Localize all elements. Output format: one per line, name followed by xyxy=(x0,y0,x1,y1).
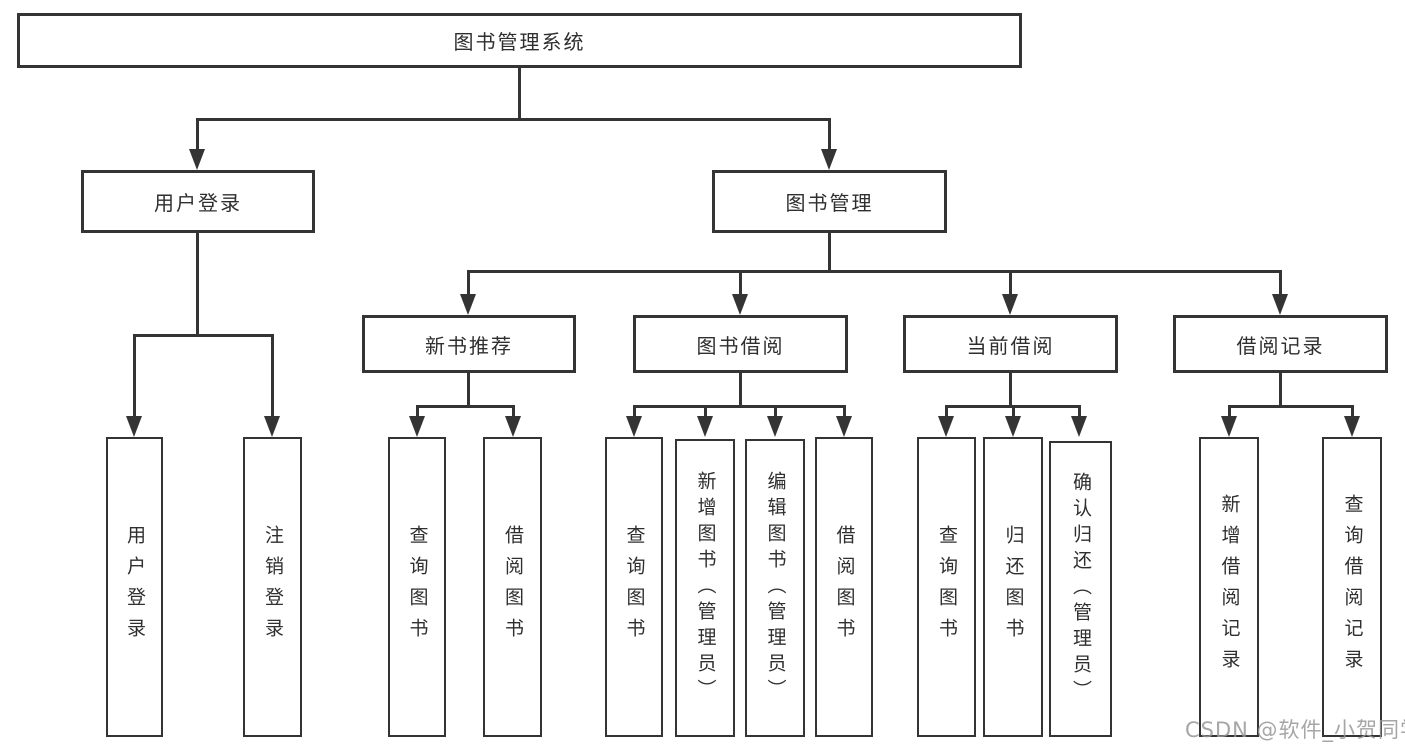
connector-drop-query-borrow-record xyxy=(1351,405,1354,417)
arrow-query-books-2 xyxy=(626,416,642,437)
leaf-user-login-label: 用户登录 xyxy=(124,525,146,649)
csdn-watermark: CSDN @软件_小贺同学 xyxy=(1185,718,1405,742)
leaf-query-books-2-label: 查询图书 xyxy=(623,525,646,649)
node-borrowing-records-label: 借阅记录 xyxy=(1236,333,1325,358)
leaf-query-books-2: 查询图书 xyxy=(605,437,663,737)
arrow-leaf-user-login xyxy=(126,416,142,437)
connector-book-management-stem xyxy=(828,233,831,270)
arrow-edit-books-admin xyxy=(767,416,783,437)
connector-drop-query-books-3 xyxy=(945,405,948,417)
node-new-book-recommend-label: 新书推荐 xyxy=(425,333,513,358)
leaf-edit-books-admin: 编辑图书（管理员） xyxy=(745,439,805,737)
connector-drop-query-books-1 xyxy=(416,405,419,417)
arrow-new-book-recommend xyxy=(460,294,476,315)
connector-drop-current-borrowing xyxy=(1009,270,1012,295)
connector-book-borrowing-hline xyxy=(633,405,846,408)
leaf-add-borrow-record: 新增借阅记录 xyxy=(1199,437,1259,737)
connector-user-login-hline xyxy=(133,334,274,337)
leaf-edit-books-admin-label: 编辑图书（管理员） xyxy=(764,471,787,705)
leaf-add-books-admin-label: 新增图书（管理员） xyxy=(694,471,717,705)
arrow-query-borrow-record xyxy=(1344,416,1360,437)
connector-current-borrowing-stem xyxy=(1009,373,1012,405)
leaf-borrow-books-2: 借阅图书 xyxy=(815,437,873,737)
node-current-borrowing-label: 当前借阅 xyxy=(966,333,1055,358)
arrow-book-borrowing xyxy=(732,294,748,315)
node-book-borrowing: 图书借阅 xyxy=(633,315,848,373)
connector-drop-book-management xyxy=(828,118,831,150)
connector-borrowing-records-stem xyxy=(1279,373,1282,405)
leaf-borrow-books-1: 借阅图书 xyxy=(483,437,542,737)
arrow-user-login xyxy=(189,149,205,170)
connector-borrowing-records-hline xyxy=(1228,405,1354,408)
leaf-query-books-1: 查询图书 xyxy=(388,437,446,737)
leaf-return-books-label: 归还图书 xyxy=(1002,525,1025,649)
node-root-label: 图书管理系统 xyxy=(453,30,586,54)
leaf-confirm-return-admin: 确认归还（管理员） xyxy=(1049,441,1112,737)
arrow-borrow-books-2 xyxy=(836,416,852,437)
connector-drop-borrowing-records xyxy=(1279,270,1282,295)
node-new-book-recommend: 新书推荐 xyxy=(362,315,576,373)
node-user-login: 用户登录 xyxy=(81,170,315,233)
leaf-user-login: 用户登录 xyxy=(106,437,163,737)
connector-drop-return-books xyxy=(1012,405,1015,417)
leaf-borrow-books-2-label: 借阅图书 xyxy=(833,525,856,649)
arrow-leaf-logout xyxy=(264,416,280,437)
arrow-current-borrowing xyxy=(1002,294,1018,315)
connector-user-login-stem xyxy=(196,233,199,334)
connector-drop-new-book-recommend xyxy=(467,270,470,295)
connector-drop-user-login xyxy=(196,118,199,150)
connector-drop-edit-books-admin xyxy=(774,405,777,417)
connector-drop-confirm-return-admin xyxy=(1078,405,1081,417)
node-current-borrowing: 当前借阅 xyxy=(903,315,1118,373)
connector-drop-borrow-books-1 xyxy=(512,405,515,417)
node-user-login-label: 用户登录 xyxy=(154,191,242,215)
connector-drop-borrow-books-2 xyxy=(843,405,846,417)
connector-root-hline xyxy=(196,118,831,121)
arrow-add-books-admin xyxy=(697,416,713,437)
leaf-confirm-return-admin-label: 确认归还（管理员） xyxy=(1070,472,1092,706)
connector-drop-leaf-user-login xyxy=(133,334,136,417)
leaf-query-borrow-record-label: 查询借阅记录 xyxy=(1341,494,1364,680)
arrow-return-books xyxy=(1005,416,1021,437)
arrow-add-borrow-record xyxy=(1221,416,1237,437)
connector-drop-add-books-admin xyxy=(704,405,707,417)
connector-book-management-hline xyxy=(467,270,1282,273)
leaf-logout-label: 注销登录 xyxy=(262,525,284,649)
leaf-query-books-1-label: 查询图书 xyxy=(406,525,429,649)
connector-book-borrowing-stem xyxy=(739,373,742,405)
connector-drop-query-books-2 xyxy=(633,405,636,417)
leaf-logout: 注销登录 xyxy=(243,437,302,737)
leaf-query-books-3-label: 查询图书 xyxy=(936,525,958,649)
arrow-query-books-3 xyxy=(938,416,954,437)
connector-root-stem xyxy=(518,68,521,118)
node-book-borrowing-label: 图书借阅 xyxy=(696,333,785,358)
node-borrowing-records: 借阅记录 xyxy=(1173,315,1388,373)
leaf-borrow-books-1-label: 借阅图书 xyxy=(502,525,524,649)
connector-drop-add-borrow-record xyxy=(1228,405,1231,417)
arrow-borrowing-records xyxy=(1272,294,1288,315)
leaf-return-books: 归还图书 xyxy=(983,437,1043,737)
leaf-query-borrow-record: 查询借阅记录 xyxy=(1322,437,1382,737)
arrow-confirm-return-admin xyxy=(1071,416,1087,437)
node-book-management-label: 图书管理 xyxy=(785,191,874,215)
connector-drop-book-borrowing xyxy=(739,270,742,295)
arrow-query-books-1 xyxy=(409,416,425,437)
leaf-add-books-admin: 新增图书（管理员） xyxy=(675,439,735,737)
connector-new-book-recommend-stem xyxy=(467,373,470,405)
leaf-query-books-3: 查询图书 xyxy=(917,437,976,737)
leaf-add-borrow-record-label: 新增借阅记录 xyxy=(1218,494,1241,680)
arrow-book-management xyxy=(821,149,837,170)
connector-new-book-recommend-hline xyxy=(416,405,515,408)
connector-drop-leaf-logout xyxy=(271,334,274,417)
node-book-management: 图书管理 xyxy=(712,170,947,233)
arrow-borrow-books-1 xyxy=(505,416,521,437)
node-root: 图书管理系统 xyxy=(17,13,1022,68)
